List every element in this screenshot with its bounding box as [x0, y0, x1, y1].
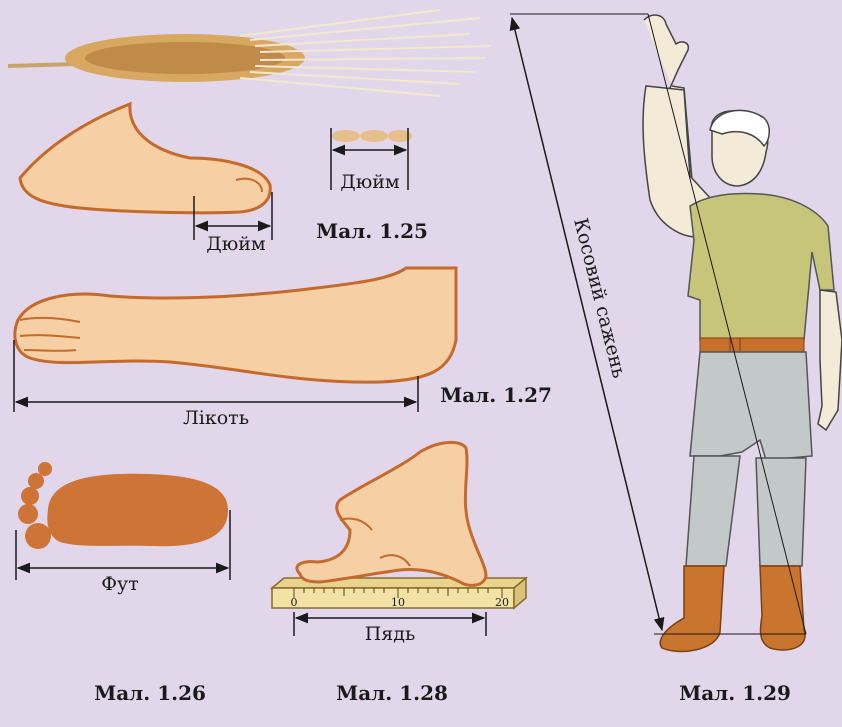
spread-hand-illustration [297, 442, 486, 585]
forearm-illustration [15, 268, 456, 382]
grains-illustration [332, 130, 412, 142]
grain-inch-label: Дюйм [340, 171, 400, 193]
caption-fig-1-26: Мал. 1.26 [94, 681, 206, 705]
span-label: Пядь [365, 623, 416, 645]
caption-fig-1-29: Мал. 1.29 [679, 681, 791, 705]
foot-illustration [18, 462, 228, 549]
thumb-inch-label: Дюйм [206, 233, 266, 255]
ruler-tick-0: 0 [291, 596, 298, 609]
fathom-label: Косовий сажень [569, 216, 630, 380]
fathom-dimension [512, 18, 662, 630]
caption-fig-1-25: Мал. 1.25 [316, 219, 428, 243]
caption-fig-1-28: Мал. 1.28 [336, 681, 448, 705]
thumb-hand-illustration [20, 104, 270, 213]
caption-fig-1-27: Мал. 1.27 [440, 383, 552, 407]
foot-label: Фут [101, 573, 138, 595]
cubit-label: Лікоть [183, 407, 249, 429]
wheat-ear-illustration [8, 10, 490, 96]
ruler-tick-20: 20 [495, 596, 509, 609]
ruler-tick-10: 10 [391, 596, 405, 609]
